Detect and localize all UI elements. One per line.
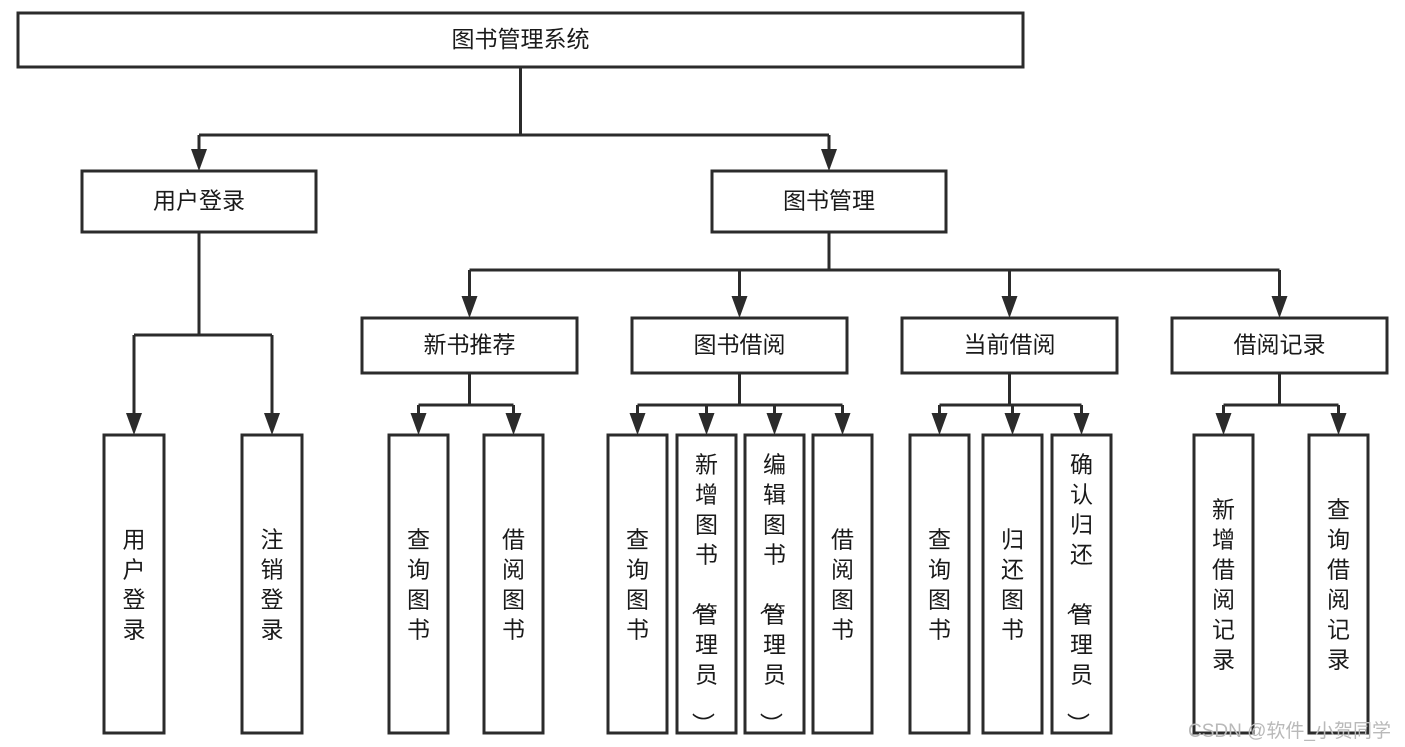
node-leaf-query-record[interactable]: 查询借阅记录 bbox=[1307, 433, 1370, 735]
node-borrow-record[interactable]: 借阅记录 bbox=[1170, 316, 1389, 375]
node-label: 归还图书 bbox=[1001, 526, 1024, 642]
node-label: 借阅记录 bbox=[1234, 332, 1326, 358]
node-label: 注销登录 bbox=[261, 526, 284, 642]
node-leaf-borrow-book-2[interactable]: 借阅图书 bbox=[811, 433, 874, 735]
node-box bbox=[482, 433, 545, 735]
node-label: 图书管理系统 bbox=[452, 26, 590, 52]
node-box bbox=[606, 433, 669, 735]
node-label: 编辑图书（管理员） bbox=[758, 451, 786, 735]
edge-layer bbox=[126, 67, 1347, 435]
node-box bbox=[630, 316, 849, 375]
node-box bbox=[811, 433, 874, 735]
node-book-manage[interactable]: 图书管理 bbox=[710, 169, 948, 234]
node-box bbox=[1192, 433, 1255, 735]
node-label: 新增借阅记录 bbox=[1212, 496, 1235, 672]
node-box bbox=[908, 433, 971, 735]
node-box bbox=[981, 433, 1044, 735]
node-layer: 图书管理系统用户登录图书管理新书推荐图书借阅当前借阅借阅记录用户登录注销登录查询… bbox=[16, 11, 1389, 735]
node-leaf-user-login[interactable]: 用户登录 bbox=[102, 433, 166, 735]
node-label: 确认归还（管理员） bbox=[1065, 451, 1093, 735]
node-box bbox=[240, 433, 304, 735]
node-leaf-confirm-return[interactable]: 确认归还（管理员） bbox=[1050, 433, 1113, 735]
node-box bbox=[360, 316, 579, 375]
node-box bbox=[1170, 316, 1389, 375]
node-box bbox=[900, 316, 1119, 375]
node-label: 新书推荐 bbox=[424, 332, 516, 358]
node-box bbox=[743, 433, 806, 735]
node-box bbox=[710, 169, 948, 234]
node-label: 用户登录 bbox=[153, 188, 245, 214]
node-box bbox=[102, 433, 166, 735]
node-leaf-return-book[interactable]: 归还图书 bbox=[981, 433, 1044, 735]
node-label: 新增图书（管理员） bbox=[690, 451, 718, 735]
node-current-borrow[interactable]: 当前借阅 bbox=[900, 316, 1119, 375]
node-leaf-logout[interactable]: 注销登录 bbox=[240, 433, 304, 735]
node-leaf-query-book-3[interactable]: 查询图书 bbox=[908, 433, 971, 735]
node-box bbox=[1307, 433, 1370, 735]
node-label: 借阅图书 bbox=[831, 526, 854, 642]
node-user-login[interactable]: 用户登录 bbox=[80, 169, 318, 234]
node-label: 图书借阅 bbox=[694, 332, 786, 358]
node-box bbox=[80, 169, 318, 234]
node-box bbox=[675, 433, 738, 735]
node-box bbox=[16, 11, 1025, 69]
node-leaf-query-book-1[interactable]: 查询图书 bbox=[387, 433, 450, 735]
node-leaf-add-record[interactable]: 新增借阅记录 bbox=[1192, 433, 1255, 735]
node-label: 用户登录 bbox=[123, 526, 146, 642]
node-box bbox=[1050, 433, 1113, 735]
node-leaf-edit-book[interactable]: 编辑图书（管理员） bbox=[743, 433, 806, 735]
node-new-book-rec[interactable]: 新书推荐 bbox=[360, 316, 579, 375]
node-leaf-query-book-2[interactable]: 查询图书 bbox=[606, 433, 669, 735]
node-label: 查询图书 bbox=[928, 526, 951, 642]
node-leaf-borrow-book-1[interactable]: 借阅图书 bbox=[482, 433, 545, 735]
node-label: 查询借阅记录 bbox=[1327, 496, 1350, 672]
node-label: 查询图书 bbox=[626, 526, 649, 642]
node-leaf-add-book[interactable]: 新增图书（管理员） bbox=[675, 433, 738, 735]
node-label: 借阅图书 bbox=[502, 526, 525, 642]
node-book-borrow[interactable]: 图书借阅 bbox=[630, 316, 849, 375]
node-label: 查询图书 bbox=[407, 526, 430, 642]
node-box bbox=[387, 433, 450, 735]
node-label: 当前借阅 bbox=[964, 332, 1056, 358]
node-root-图书管理系统[interactable]: 图书管理系统 bbox=[16, 11, 1025, 69]
node-label: 图书管理 bbox=[783, 188, 875, 214]
